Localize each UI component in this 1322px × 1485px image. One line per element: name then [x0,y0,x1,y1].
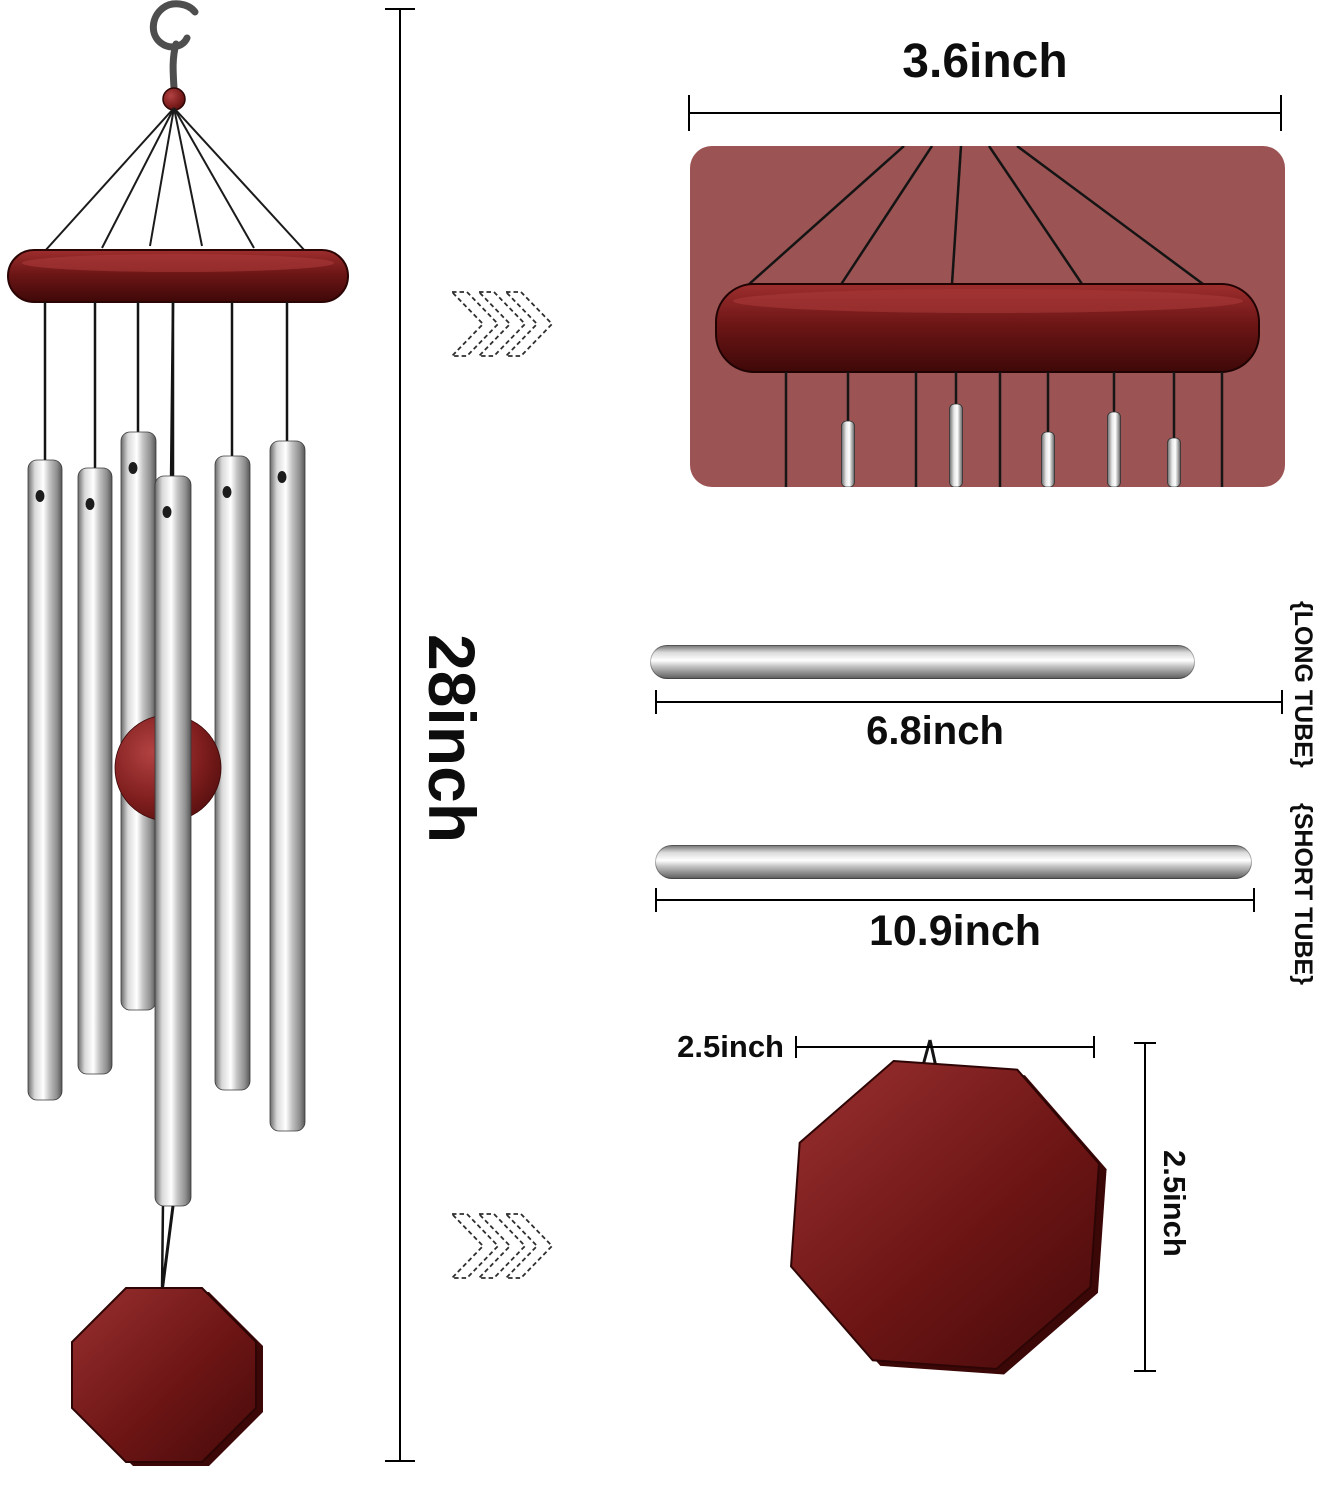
upper-strings [43,107,307,253]
top-width-label: 3.6inch [902,35,1068,88]
top-bead [162,87,186,111]
closeup-tube-tops [841,403,1181,487]
long-tube-dimension-line [655,690,1283,714]
catcher-height-label: 2.5inch [1157,1150,1192,1257]
short-tube-tag-label: {SHORT TUBE} [1289,803,1317,985]
tube-strings [43,302,289,480]
wind-chime-illustration [7,0,349,1466]
wind-catcher [71,1287,263,1466]
catcher-face [790,1060,1100,1370]
short-tube-dimension-line [655,888,1255,912]
triple-chevron-icon [450,291,554,357]
ring-closeup-panel [690,146,1285,487]
catcher-width-dimension-line [795,1036,1095,1058]
catcher-height-dimension-line [1134,1042,1156,1372]
hook-icon [149,0,199,92]
short-tube-illustration [655,845,1252,879]
long-tube-illustration [650,645,1195,679]
top-width-dimension-line [688,95,1282,131]
ring-closeup-illustration [715,146,1260,487]
overall-height-dimension-line [385,8,415,1462]
closeup-wood-ring [715,283,1260,373]
closeup-upper-strings [746,146,1208,289]
overall-height-label: 28inch [415,634,489,844]
chime-tubes [27,431,306,1207]
closeup-lower-strings [784,372,1224,487]
triple-chevron-icon [450,1213,554,1279]
short-tube-length-label: 10.9inch [868,907,1042,955]
long-tube-length-label: 6.8inch [866,709,1004,753]
wind-catcher-closeup [790,1039,1107,1375]
long-tube-tag-label: {LONG TUBE} [1289,601,1317,768]
top-wood-ring [7,249,349,303]
catcher-width-label: 2.5inch [677,1029,784,1064]
